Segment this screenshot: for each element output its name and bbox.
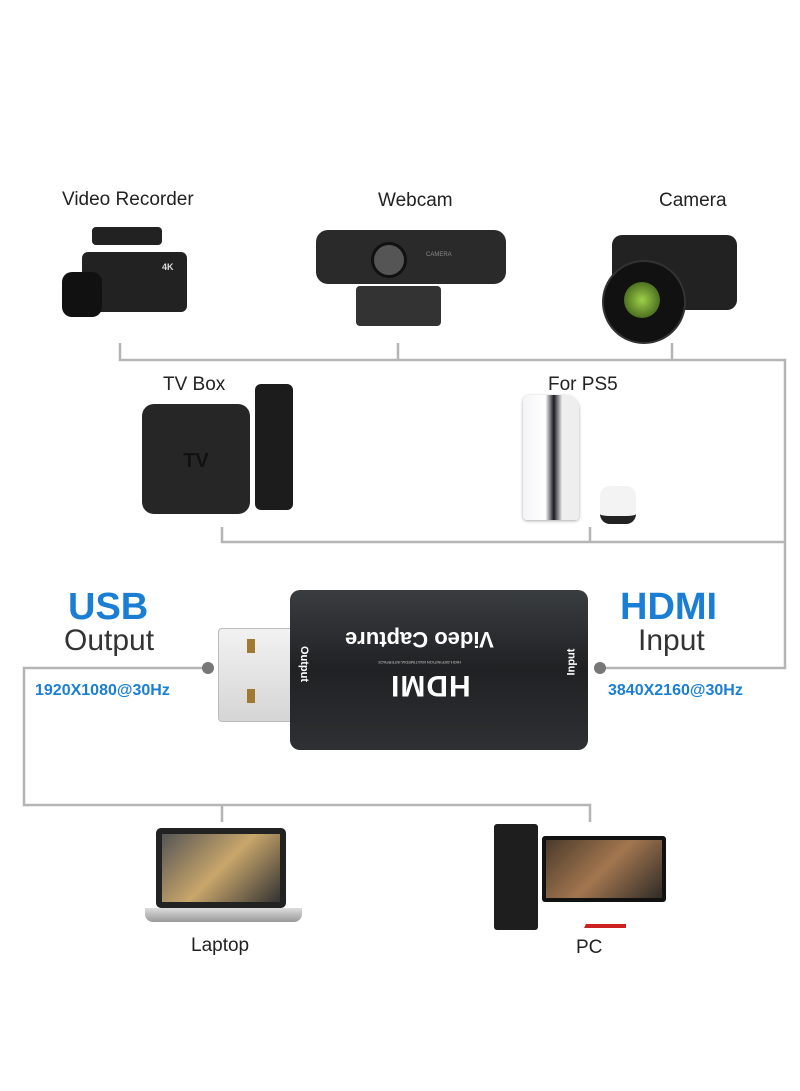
usb-title: USB: [68, 586, 149, 628]
label-camera: Camera: [659, 190, 727, 211]
adapter-tagline: HIGH-DEFINITION MULTIMEDIA INTERFACE: [378, 660, 461, 665]
video-capture-adapter: Video Capture Output Input HIGH-DEFINITI…: [290, 590, 588, 750]
adapter-title: Video Capture: [345, 627, 494, 652]
pc-monitor-image: [542, 836, 666, 902]
ps5-console-image: [523, 395, 579, 520]
hdmi-title: HDMI: [620, 586, 718, 628]
label-laptop: Laptop: [191, 935, 250, 956]
hdmi-subtitle: Input: [638, 624, 705, 657]
pc-tower-image: [494, 824, 538, 930]
video-recorder-image: 4K: [62, 222, 192, 332]
label-ps5: For PS5: [548, 374, 618, 395]
label-webcam: Webcam: [378, 190, 453, 211]
camcorder-badge: 4K: [162, 262, 174, 272]
ps5-controller-image: [600, 486, 636, 524]
hdmi-resolution: 3840X2160@30Hz: [608, 682, 743, 699]
remote-control-image: [255, 384, 293, 510]
laptop-image: [156, 828, 286, 908]
webcam-brand: CAMERA: [426, 252, 452, 258]
webcam-image: CAMERA: [316, 230, 506, 330]
usb-plug-image: [218, 628, 300, 722]
tv-box-logo: TV: [183, 450, 209, 472]
tv-box-image: TV: [142, 404, 250, 514]
adapter-output-label: Output: [298, 645, 311, 683]
usb-subtitle: Output: [64, 624, 155, 657]
usb-connection-dot: [202, 662, 214, 674]
usb-resolution: 1920X1080@30Hz: [35, 682, 170, 699]
hdmi-connection-dot: [594, 662, 606, 674]
adapter-input-label: Input: [565, 648, 578, 676]
camera-image: [602, 215, 738, 344]
label-pc: PC: [576, 937, 603, 958]
hdmi-logo: HDMI: [390, 669, 471, 702]
label-tv-box: TV Box: [163, 374, 226, 395]
label-video-recorder: Video Recorder: [62, 189, 194, 210]
